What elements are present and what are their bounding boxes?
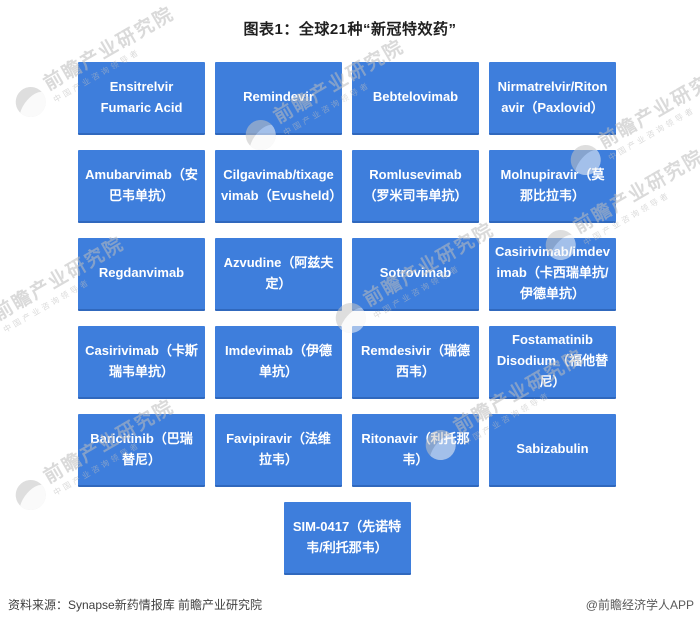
drug-box: SIM-0417（先诺特韦/利托那韦） [283, 502, 411, 575]
drug-box: Casirivimab/imdevimab（卡西瑞单抗/伊德单抗） [489, 238, 616, 311]
drug-grid: Ensitrelvir Fumaric Acid Remindevir Bebt… [78, 62, 616, 575]
drug-box: Sabizabulin [489, 414, 616, 487]
drug-box: Remdesivir（瑞德西韦） [352, 326, 479, 399]
credit-text: @前瞻经济学人APP [585, 598, 694, 612]
drug-box: Fostamatinib Disodium（福他替尼） [489, 326, 616, 399]
drug-box: Amubarvimab（安巴韦单抗） [78, 150, 205, 223]
drug-box: Ritonavir（利托那韦） [352, 414, 479, 487]
qianzhan-logo-icon [10, 81, 52, 123]
drug-box: Regdanvimab [78, 238, 205, 311]
drug-box: Cilgavimab/tixagevimab（Evusheld） [215, 150, 342, 223]
drug-box: Casirivimab（卡斯瑞韦单抗） [78, 326, 205, 399]
qianzhan-logo-icon [0, 311, 2, 353]
drug-box: Baricitinib（巴瑞替尼） [78, 414, 205, 487]
drug-box: Romlusevimab（罗米司韦单抗） [352, 150, 479, 223]
figure-title: 图表1：全球21种“新冠特效药” [243, 21, 457, 38]
drug-box: Ensitrelvir Fumaric Acid [78, 62, 205, 135]
qianzhan-logo-icon [10, 474, 52, 516]
source-text: 资料来源：Synapse新药情报库 前瞻产业研究院 [8, 598, 263, 612]
drug-box: Molnupiravir（莫那比拉韦） [489, 150, 616, 223]
drug-box: Nirmatrelvir/Ritonavir（Paxlovid） [489, 62, 616, 135]
drug-box: Sotrovimab [352, 238, 479, 311]
drug-box: Azvudine（阿兹夫定） [215, 238, 342, 311]
drug-box: Bebtelovimab [352, 62, 479, 135]
drug-box: Remindevir [215, 62, 342, 135]
drug-box: Favipiravir（法维拉韦） [215, 414, 342, 487]
drug-box: Imdevimab（伊德单抗） [215, 326, 342, 399]
